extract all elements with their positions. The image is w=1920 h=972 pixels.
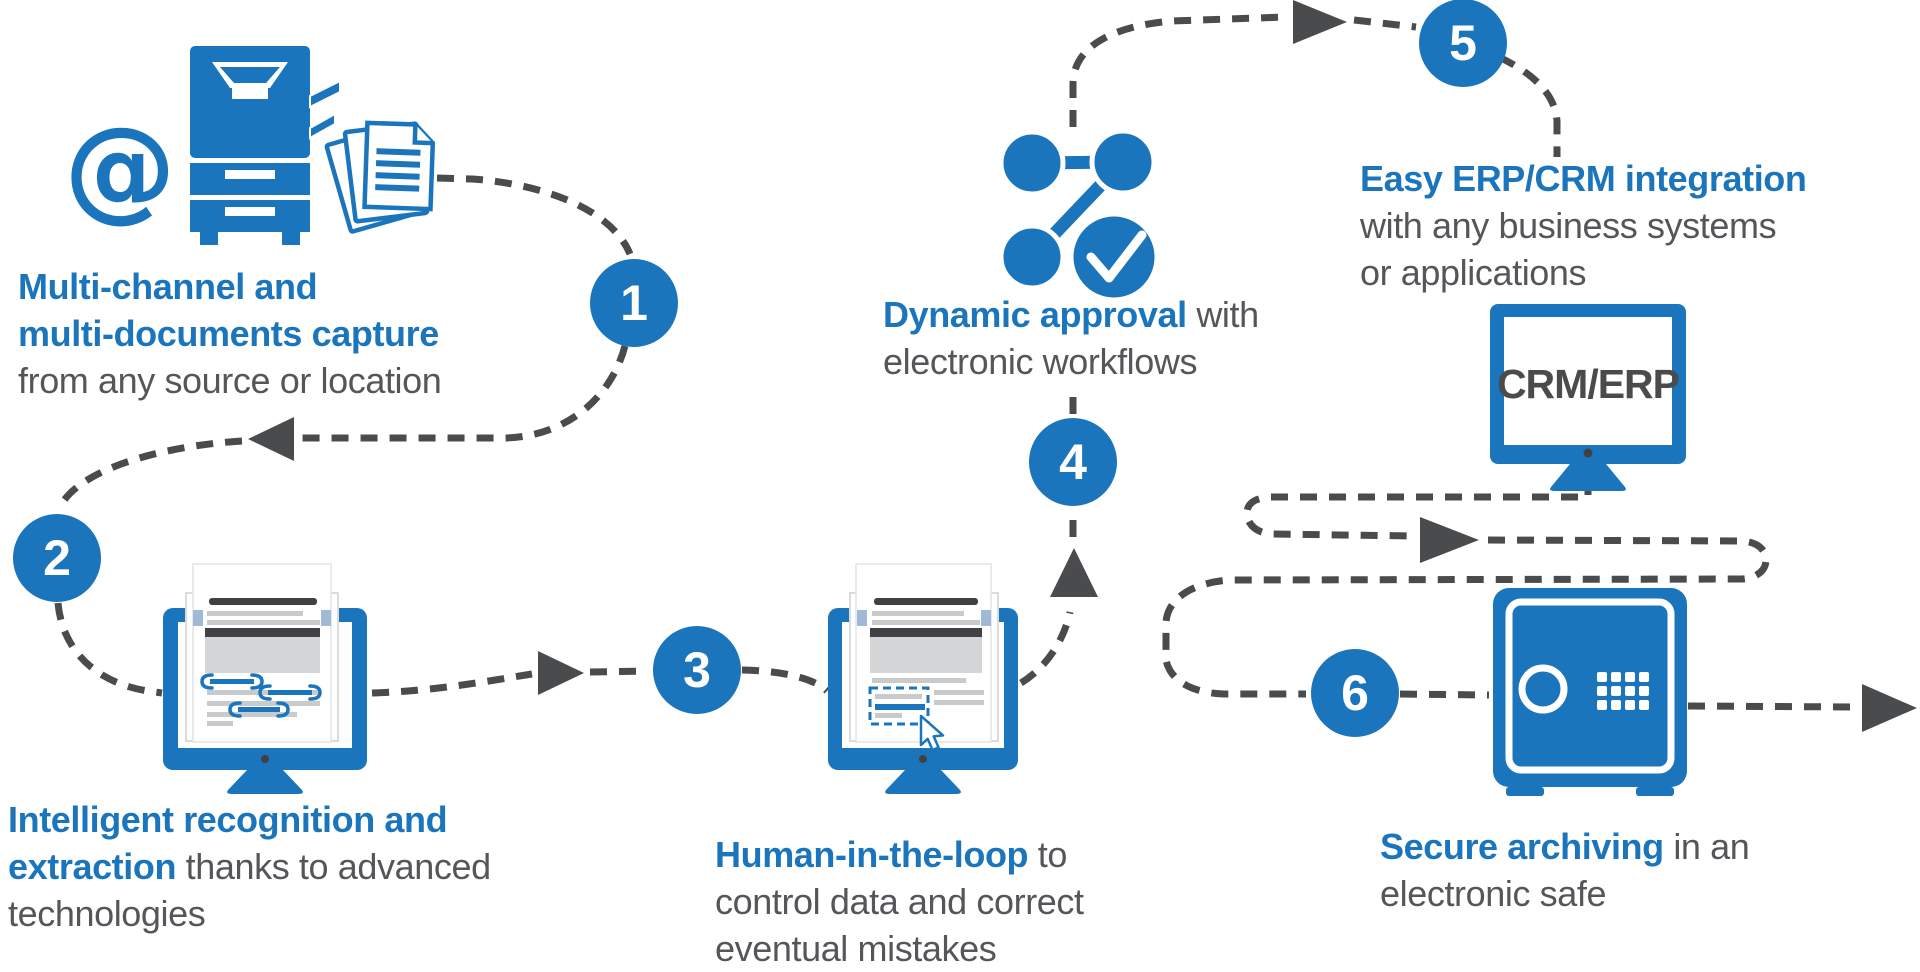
caption-line: with any business systems: [1360, 205, 1777, 246]
capture-icons: @: [64, 46, 436, 245]
step-number: 6: [1341, 665, 1369, 721]
document-front: [362, 120, 436, 212]
path-crm-loop-upper: [1243, 484, 1592, 540]
step-badge-1: 1: [590, 259, 678, 347]
caption-line: multi-documents capture: [18, 313, 439, 354]
caption-line: control data and correct: [715, 881, 1084, 922]
caption-line: from any source or location: [18, 360, 442, 401]
caption-line: extraction thanks to advanced: [8, 846, 491, 887]
arrowheads: [248, 0, 1917, 732]
arrowhead-up-step4-icon: [1050, 548, 1098, 597]
arrowhead-right-loop-icon: [1420, 517, 1479, 563]
caption-line: electronic workflows: [883, 341, 1198, 382]
path-monitor1-to-arrow: [371, 670, 533, 697]
caption-line: Intelligent recognition and: [8, 799, 448, 840]
step-badge-2: 2: [13, 514, 101, 602]
path-arrow-to-5: [1353, 16, 1417, 31]
at-icon: @: [64, 104, 176, 234]
caption-step-2: Intelligent recognition and extraction t…: [8, 796, 491, 937]
step-badge-5: 5: [1419, 0, 1507, 87]
step-number: 2: [43, 530, 71, 586]
extraction-brackets: [200, 673, 322, 718]
caption-line: or applications: [1360, 252, 1587, 293]
path-arrow-to-2: [55, 437, 243, 511]
safe-dial: [1518, 664, 1568, 714]
caption-line: Dynamic approval with: [883, 294, 1259, 335]
caption-line: Easy ERP/CRM integration: [1360, 158, 1807, 199]
check-circle: [1068, 211, 1160, 303]
safe-icon: [1493, 588, 1687, 796]
arrowhead-exit-icon: [1862, 684, 1917, 732]
caption-step-6: Secure archiving in an electronic safe: [1380, 823, 1750, 917]
crm-monitor-icon: CRM/ERP: [1490, 304, 1686, 491]
caption-line: Secure archiving in an: [1380, 826, 1750, 867]
caption-step-5: Easy ERP/CRM integration with any busine…: [1360, 155, 1807, 296]
workflow-approval-icon: [998, 128, 1160, 303]
caption-step-4: Dynamic approval with electronic workflo…: [883, 291, 1259, 385]
arrowhead-right-step5-icon: [1293, 0, 1347, 44]
step-number: 1: [620, 275, 648, 331]
step-badge-4: 4: [1029, 418, 1117, 506]
path-6-to-safe: [1399, 690, 1490, 699]
path-1-to-arrow-left: [300, 345, 629, 442]
path-5-down: [1497, 53, 1561, 157]
copier-icon: [190, 46, 341, 245]
caption-step-3: Human-in-the-loop to control data and co…: [715, 831, 1084, 972]
step-number: 5: [1449, 15, 1477, 71]
caption-line: eventual mistakes: [715, 928, 997, 969]
path-docs-to-1: [436, 174, 634, 256]
checkmark-icon: [1086, 230, 1147, 283]
arrowhead-left-icon: [248, 417, 294, 461]
step-badge-3: 3: [653, 626, 741, 714]
step-badge-6: 6: [1311, 649, 1399, 737]
selection-box: [868, 686, 930, 726]
caption-step-1: Multi-channel and multi-documents captur…: [18, 263, 442, 404]
path-arrow-to-3: [589, 667, 649, 676]
flow-paths: [54, 13, 1857, 711]
step-number: 3: [683, 642, 711, 698]
monitor-validation-icon: [828, 563, 1018, 794]
path-safe-out: [1687, 702, 1857, 711]
documents-icon: [324, 120, 436, 234]
safe-keypad: [1597, 672, 1649, 710]
path-3-to-monitor2: [741, 666, 830, 694]
arrowhead-right-step3-icon: [538, 651, 584, 695]
caption-line: technologies: [8, 893, 206, 934]
monitor-recognition-icon: [163, 563, 367, 794]
crm-screen-label: CRM/ERP: [1497, 361, 1679, 407]
caption-line: Multi-channel and: [18, 266, 318, 307]
step-number: 4: [1059, 434, 1087, 490]
path-2-to-monitor1: [54, 602, 163, 697]
path-icon4-to-arrow5: [1069, 13, 1287, 127]
path-monitor2-to-arrow-up: [1019, 611, 1074, 686]
cursor-icon: [919, 714, 945, 752]
caption-line: electronic safe: [1380, 873, 1607, 914]
caption-line: Human-in-the-loop to: [715, 834, 1067, 875]
